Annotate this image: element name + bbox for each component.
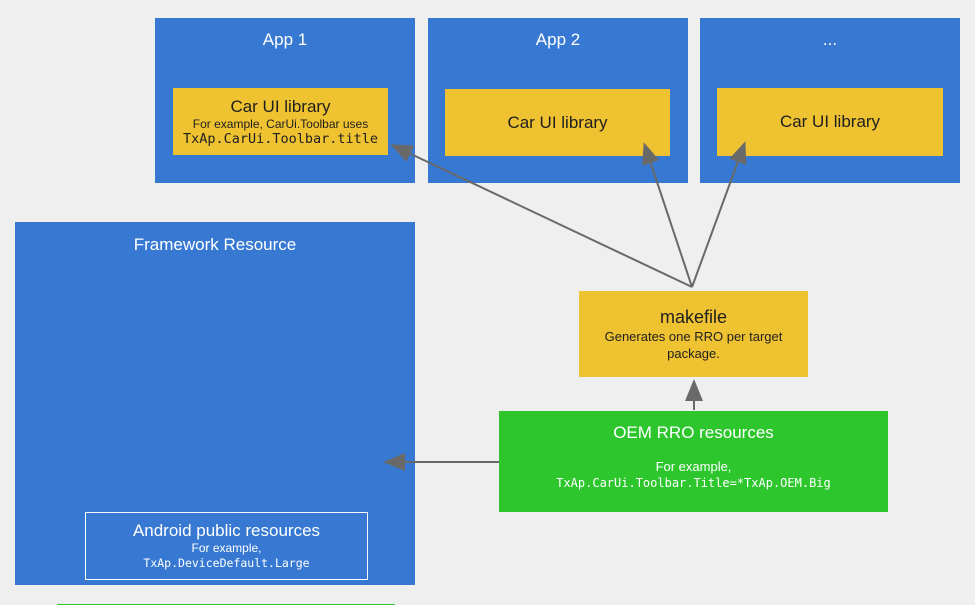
app2-carui-library-box: Car UI library (445, 89, 670, 156)
app1-carui-library-box: Car UI library For example, CarUi.Toolba… (173, 88, 388, 155)
app1-title: App 1 (262, 30, 308, 49)
framework-resource-box: Framework Resource Android public resour… (15, 222, 415, 605)
oem-rro-resources-title: OEM RRO resources (613, 423, 774, 442)
app2-box: App 2 Car UI library (428, 18, 688, 183)
makefile-subtitle: Generates one RRO per target package. (604, 328, 783, 361)
android-public-resources-title: Android public resources (132, 521, 321, 540)
oem-rro-resources-box: OEM RRO resources For example, TxAp.CarU… (499, 411, 888, 512)
android-public-example-code: TxAp.DeviceDefault.Large (143, 556, 310, 570)
makefile-title: makefile (659, 306, 728, 327)
oem-rro-example-code: TxAp.CarUi.Toolbar.Title=*TxAp.OEM.Big (556, 476, 831, 490)
app-more-title: ... (822, 30, 838, 49)
app1-box: App 1 Car UI library For example, CarUi.… (155, 18, 415, 183)
app1-carui-example-text: For example, CarUi.Toolbar uses (192, 116, 369, 131)
app-more-carui-library-box: Car UI library (717, 88, 943, 156)
app-more-box: ... Car UI library (700, 18, 960, 183)
oem-rro-example-label: For example, (655, 459, 732, 474)
makefile-box: makefile Generates one RRO per target pa… (579, 291, 808, 377)
android-public-resources-box: Android public resources For example, Tx… (85, 512, 368, 580)
app2-carui-library-title: Car UI library (507, 112, 608, 132)
app2-title: App 2 (535, 30, 581, 49)
framework-resource-title: Framework Resource (133, 235, 297, 254)
android-public-example-label: For example, (191, 541, 262, 555)
app1-carui-library-title: Car UI library (230, 96, 331, 116)
app1-carui-example-code: TxAp.CarUi.Toolbar.title (182, 130, 379, 147)
app-more-carui-library-title: Car UI library (779, 112, 881, 131)
